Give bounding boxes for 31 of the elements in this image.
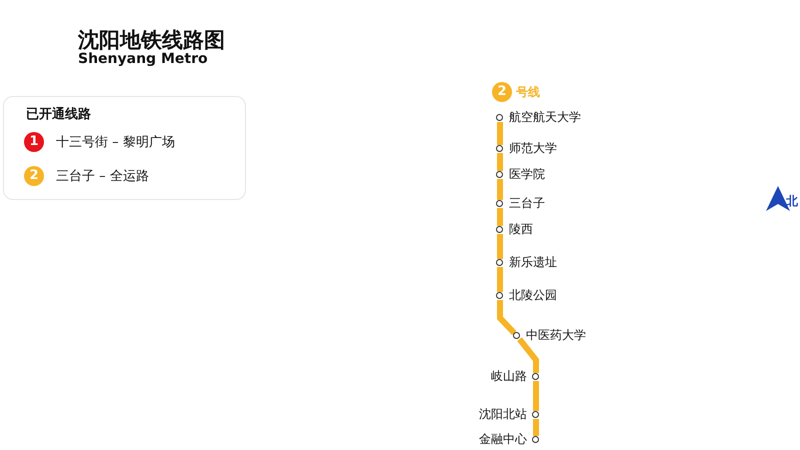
station-name: 陵西 (509, 221, 533, 237)
legend-text: 十三号街 – 黎明广场 (56, 134, 175, 151)
station-name: 师范大学 (509, 140, 557, 156)
station-name: 新乐遗址 (509, 254, 557, 270)
station-name: 中医药大学 (526, 327, 586, 343)
station-name: 北陵公园 (509, 287, 557, 303)
metro-line-segment (517, 337, 539, 373)
metro-line-segment (497, 208, 503, 226)
north-label: 北 (786, 193, 798, 210)
legend-heading: 已开通线路 (26, 106, 91, 123)
metro-line-segment (533, 419, 539, 436)
line-number-badge: 2 (492, 82, 512, 102)
metro-line-segment (497, 267, 503, 292)
station-name: 医学院 (509, 166, 545, 182)
metro-line-segment (497, 179, 503, 200)
metro-line-segment (497, 234, 503, 259)
station-name: 沈阳北站 (479, 406, 527, 422)
line-name: 号线 (516, 84, 540, 101)
station-name: 航空航天大学 (509, 109, 581, 125)
map-title: 沈阳地铁线路图 (78, 27, 225, 52)
line-number-badge: 1 (24, 132, 44, 152)
map-subtitle: Shenyang Metro (78, 51, 208, 67)
station-name: 金融中心 (479, 431, 527, 447)
line-number-badge: 2 (24, 166, 44, 186)
station-name: 三台子 (509, 195, 545, 211)
metro-line-segment (533, 381, 539, 411)
station-name: 岐山路 (491, 368, 527, 384)
metro-line-segment (497, 153, 503, 171)
metro-line-segment (497, 122, 503, 145)
legend-text: 三台子 – 全运路 (56, 168, 149, 185)
metro-line-segment (497, 300, 516, 336)
